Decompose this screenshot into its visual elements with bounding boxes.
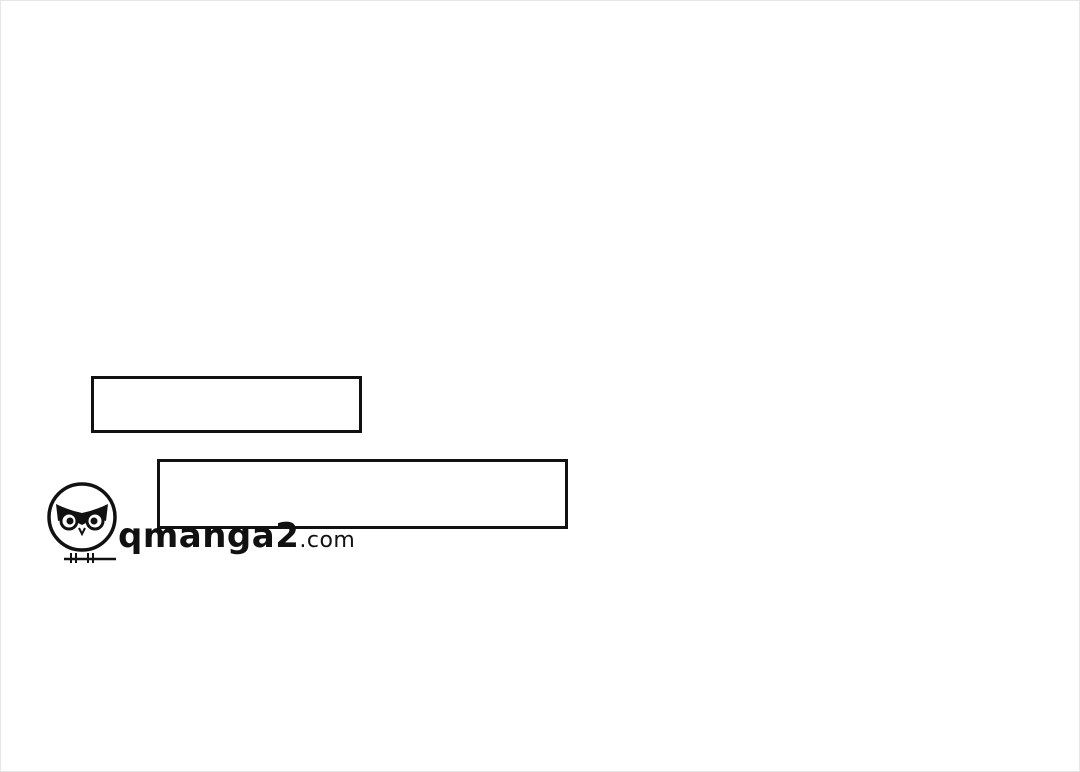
watermark-text: qmanga2.com — [118, 519, 355, 553]
watermark-name: qmanga2 — [118, 516, 300, 556]
watermark-domain: .com — [299, 528, 356, 553]
empty-speech-box-top — [91, 376, 362, 433]
owl-logo-icon — [47, 482, 117, 563]
empty-speech-box-bottom — [157, 459, 568, 529]
